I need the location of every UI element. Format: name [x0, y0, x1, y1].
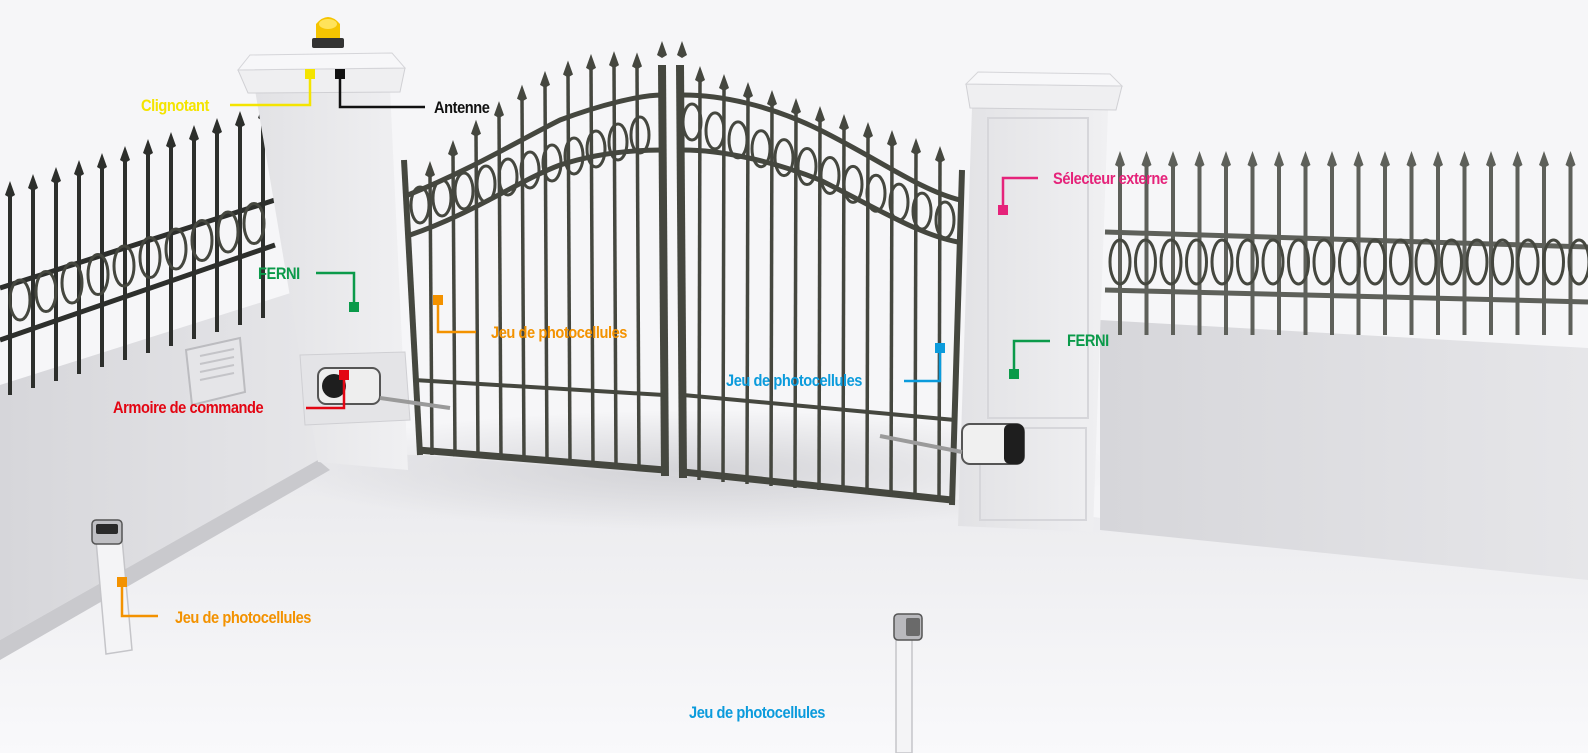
label-photocell-post-left: Jeu de photocellules — [175, 608, 311, 628]
label-antenne: Antenne — [434, 98, 489, 118]
photocell-gate-left-marker — [433, 295, 443, 305]
label-ferni-right: FERNI — [1067, 331, 1109, 351]
label-ferni-left: FERNI — [258, 264, 300, 284]
label-photocell-gate-left: Jeu de photocellules — [491, 323, 627, 343]
label-photocell-post-bottom: Jeu de photocellules — [689, 703, 825, 723]
label-clignotant: Clignotant — [141, 96, 209, 116]
photocell-post-left-marker — [117, 577, 127, 587]
armoire-marker — [339, 370, 349, 380]
label-photocell-gate-right: Jeu de photocellules — [726, 371, 862, 391]
ferni-left-marker — [349, 302, 359, 312]
selecteur-marker — [998, 205, 1008, 215]
clignotant-marker — [305, 69, 315, 79]
label-armoire-de-commande: Armoire de commande — [113, 398, 263, 418]
antenne-marker — [335, 69, 345, 79]
ferni-right-marker — [1009, 369, 1019, 379]
label-selecteur-externe: Sélecteur externe — [1053, 169, 1168, 189]
control-cabinet — [186, 338, 245, 405]
photocell-gate-right-marker — [935, 343, 945, 353]
